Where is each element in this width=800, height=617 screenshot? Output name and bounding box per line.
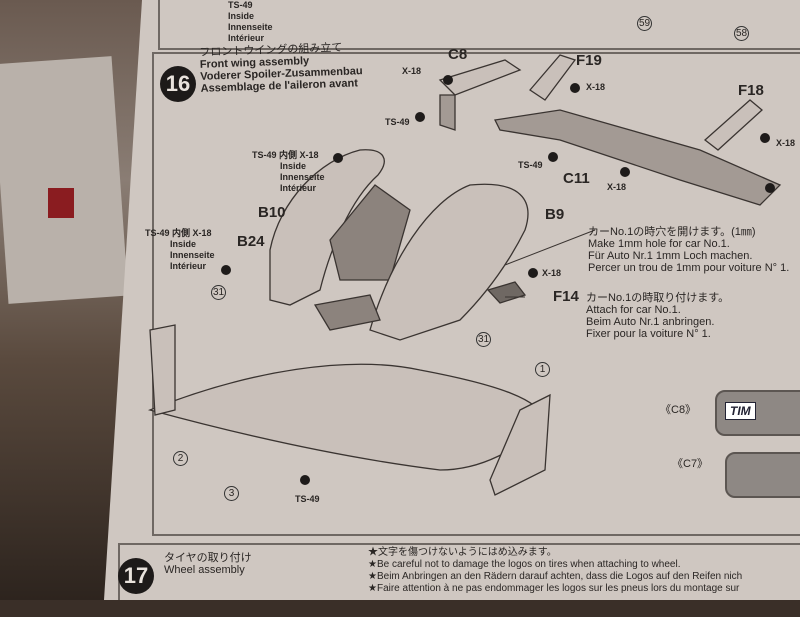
inside-prefix: TS-49 内側 X-18 bbox=[145, 228, 212, 238]
inside-prefix: TS-49 内側 X-18 bbox=[252, 150, 319, 160]
inside-fr: Intérieur bbox=[170, 261, 207, 271]
note-en: ★Be careful not to damage the logos on t… bbox=[368, 559, 681, 570]
label-f18: F18 bbox=[738, 82, 764, 99]
label-b24: B24 bbox=[237, 233, 265, 250]
part-c8-shape bbox=[438, 59, 522, 96]
background-paper bbox=[0, 56, 129, 304]
hole-note-jp: カーNo.1の時穴を開けます。(1㎜) bbox=[588, 226, 756, 238]
step17-title: タイヤの取り付け Wheel assembly bbox=[164, 552, 252, 576]
instruction-page: TS-49 Inside Innenseite Intérieur 59 58 … bbox=[104, 0, 800, 600]
label-x18: X-18 bbox=[542, 268, 562, 278]
title-jp: タイヤの取り付け bbox=[164, 552, 252, 564]
inside-note-left: TS-49 内側 X-18 Inside Innenseite Intérieu… bbox=[145, 228, 215, 272]
part-f18-shape bbox=[703, 99, 763, 151]
inside-en: Inside bbox=[170, 239, 197, 249]
hole-note: カーNo.1の時穴を開けます。(1㎜) Make 1mm hole for ca… bbox=[588, 226, 789, 274]
red-object bbox=[48, 188, 74, 218]
step-number-17: 17 bbox=[118, 558, 154, 594]
marker-59: 59 bbox=[637, 16, 652, 31]
decal-3-marker: 3 bbox=[224, 486, 239, 501]
attach-note-jp: カーNo.1の時取り付けます。 bbox=[586, 292, 730, 304]
sticker-c7 bbox=[725, 452, 800, 498]
label-x18: X-18 bbox=[586, 82, 606, 92]
label-ts49: TS-49 bbox=[518, 160, 543, 170]
tim-logo: TIM bbox=[725, 402, 756, 420]
decal-2-marker: 2 bbox=[173, 451, 188, 466]
note-de: ★Beim Anbringen an den Rädern darauf ach… bbox=[368, 571, 743, 582]
inside-de: Innenseite bbox=[170, 250, 215, 260]
label-x18: X-18 bbox=[402, 66, 422, 76]
label-b10: B10 bbox=[258, 204, 286, 221]
part-f19-shape bbox=[529, 54, 577, 101]
sticker-ref-c7: 《C7》 bbox=[672, 458, 709, 470]
step15-box bbox=[158, 0, 800, 50]
attach-note: カーNo.1の時取り付けます。 Attach for car No.1. Bei… bbox=[586, 292, 729, 340]
inside-en: Inside bbox=[280, 161, 307, 171]
decal-31-marker: 31 bbox=[211, 285, 226, 300]
hole-note-en: Make 1mm hole for car No.1. bbox=[588, 238, 730, 250]
label-b9: B9 bbox=[545, 206, 565, 223]
sticker-c8: TIM bbox=[715, 390, 800, 436]
part-b10-shape bbox=[269, 149, 385, 306]
decal-31-marker: 31 bbox=[476, 332, 491, 347]
attach-note-de: Beim Auto Nr.1 anbringen. bbox=[586, 316, 715, 328]
step16-box bbox=[152, 52, 800, 536]
part-c11-shape bbox=[494, 109, 782, 206]
decal-1-marker: 1 bbox=[535, 362, 550, 377]
step17-notes: ★文字を傷つけないようにはめ込みます。 ★Be careful not to d… bbox=[368, 547, 742, 595]
label-x18: X-18 bbox=[607, 182, 627, 192]
inside-de: Innenseite bbox=[228, 22, 273, 32]
note-jp: ★文字を傷つけないようにはめ込みます。 bbox=[368, 547, 557, 558]
hole-note-de: Für Auto Nr.1 1mm Loch machen. bbox=[588, 250, 753, 262]
marker-58: 58 bbox=[734, 26, 749, 41]
label-c11: C11 bbox=[563, 170, 590, 187]
attach-note-en: Attach for car No.1. bbox=[586, 304, 681, 316]
label-f14: F14 bbox=[553, 288, 579, 305]
top-inside-note: TS-49 Inside Innenseite Intérieur bbox=[228, 0, 273, 44]
screw-label: TS-49 bbox=[228, 0, 253, 10]
inside-de: Innenseite bbox=[280, 172, 325, 182]
inside-fr: Intérieur bbox=[228, 33, 265, 43]
label-ts49: TS-49 bbox=[385, 117, 410, 127]
hole-note-fr: Percer un trou de 1mm pour voiture N° 1. bbox=[588, 262, 790, 274]
sticker-ref-c8: 《C8》 bbox=[660, 404, 697, 416]
front-wing-main bbox=[147, 363, 546, 471]
inside-en: Inside bbox=[228, 11, 255, 21]
label-x18: X-18 bbox=[776, 138, 796, 148]
part-b9-shape bbox=[369, 183, 529, 341]
label-c8: C8 bbox=[448, 46, 468, 63]
inside-fr: Intérieur bbox=[280, 183, 317, 193]
step-number-16: 16 bbox=[160, 66, 196, 102]
note-fr: ★Faire attention à ne pas endommager les… bbox=[368, 583, 740, 594]
title-en: Wheel assembly bbox=[164, 564, 245, 576]
inside-note-top: TS-49 内側 X-18 Inside Innenseite Intérieu… bbox=[252, 150, 325, 194]
label-f19: F19 bbox=[576, 52, 602, 69]
label-ts49: TS-49 bbox=[295, 494, 320, 504]
wing-diagram bbox=[147, 54, 782, 496]
part-b24-shape bbox=[313, 294, 381, 331]
attach-note-fr: Fixer pour la voiture N° 1. bbox=[586, 328, 711, 340]
part-f14-shape bbox=[486, 281, 527, 304]
